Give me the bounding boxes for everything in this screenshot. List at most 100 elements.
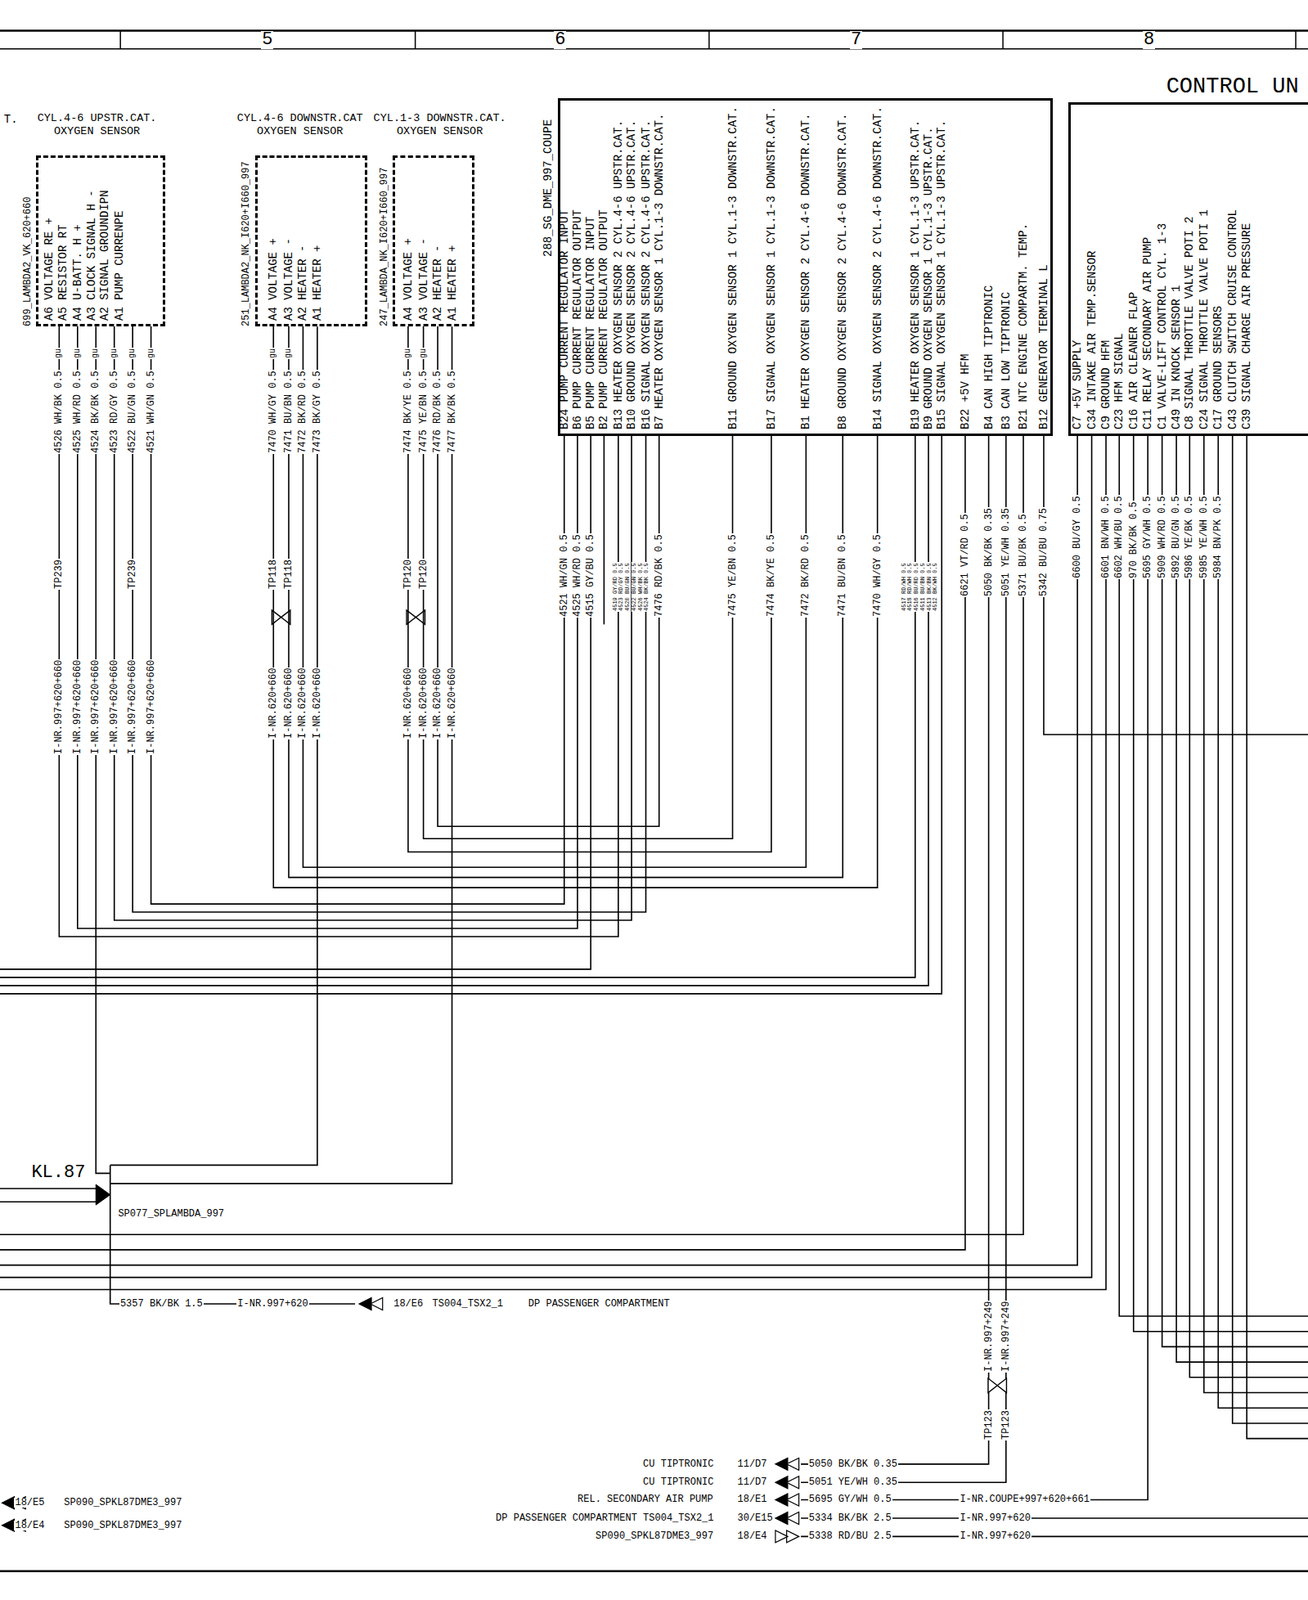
wire-label: 5985 YE/WH 0.5 [1199,495,1210,580]
destination-label: CU TIPTRONIC [642,1459,715,1470]
harness-label: I-NR.997+249 [984,1299,994,1372]
connector-code: gu [73,347,82,360]
pin-label: A1 HEATER + [311,244,324,320]
wire [0,1187,99,1190]
pin-label: B7 HEATER OXYGEN SENSOR 1 CYL.1-3 DOWNST… [653,113,666,430]
grid-reference: 11/D7 [737,1477,769,1488]
wire-label: 4523 RD/GY 0.5 [618,562,625,613]
harness-label: I-NR.997+620+660 [72,659,83,756]
pin-label: A3 VOLTAGE - [418,238,430,321]
wire-label: 5051 YE/WH 0.35 [808,1477,899,1488]
wire-label: 6601 BN/WH 0.5 [1101,495,1111,580]
connector-symbol [786,1476,800,1489]
connector-symbol [786,1511,800,1524]
test-point: TP239 [127,558,138,590]
pin-label: B11 GROUND OXYGEN SENSOR 1 CYL.1-3 DOWNS… [727,106,739,430]
connector-code: gu [110,347,119,360]
unit-title: CONTROL UN [1166,76,1300,99]
wire-label: 4521 WH/GN 0.5 [146,369,157,454]
cut-off-label: T. [3,113,19,126]
grid-reference: 30/E15 [737,1513,774,1524]
wire-label: 5051 YE/WH 0.35 [1001,507,1012,598]
grid-reference: 18/E1 [737,1494,769,1505]
pin-label: B8 GROUND OXYGEN SENSOR 2 CYL.4-6 DOWNST… [836,113,849,430]
wire-label: 4519 GY/RD 0.5 [612,562,619,613]
wire [0,436,916,978]
harness-label: I-NR.620+660 [403,667,414,740]
frame-divider [1294,30,1297,49]
test-point: TP118 [268,558,279,590]
destination-label: DP PASSENGER COMPARTMENT TS004_TSX2_1 [494,1513,715,1524]
wire [1176,436,1308,1363]
pin-label: C23 HFM SIGNAL [1113,332,1125,430]
pin-label: C17 GROUND SENSORS [1212,305,1224,430]
connector-code: gu [54,347,63,360]
pin-label: B10 GROUND OXYGEN SENSOR 2 CYL.4-6 UPSTR… [625,120,638,430]
pin-label: A5 RESISTOR RT [57,224,69,321]
splice-label: SP077_SPLAMBDA_997 [116,1209,225,1219]
wire-label: 7470 WH/GY 0.5 [268,369,279,454]
pin-label: C39 SIGNAL CHARGE AIR PRESSURE [1240,223,1253,430]
wire-label: 7475 YE/BN 0.5 [418,369,429,454]
pin-label: B6 PUMP CURRENT REGULATOR OUTPUT [571,209,584,430]
control-unit-connector: CONTROL UNC7 +5V SUPPLYC34 INTAKE AIR TE… [1068,102,1308,436]
wire-label: 5050 BK/BK 0.35 [984,507,994,598]
terminal-label: KL.87 [30,1164,86,1183]
pin-label: B24 PUMP CURRENT REGULATOR INPUT [558,209,571,430]
wire-label: 4525 WH/RD 0.5 [572,533,583,618]
wire [151,326,565,904]
pin-label: A2 HEATER - [431,244,444,320]
pin-label: A3 VOLTAGE - [283,238,295,321]
harness-label: I-NR.997+620+660 [53,659,64,756]
wire-label: 4512 BK/WH 0.5 [932,562,939,613]
frame-divider [708,30,711,49]
column-number: 8 [1142,31,1156,50]
wire-label: 4524 BK/BK 0.5 [90,369,101,454]
wire-label: 7471 BU/BN 0.5 [837,533,848,618]
pin-label: B14 SIGNAL OXYGEN SENSOR 2 CYL.4-6 DOWNS… [872,106,884,430]
wire [110,326,453,1184]
connector-symbol [370,1298,383,1311]
frame-line [0,1570,1308,1574]
wire-label: 7476 RD/BK 0.5 [432,369,443,454]
connector-id: 247_LAMBDA_NK_I620+I660_997 [379,167,390,327]
pin-label: A4 VOLTAGE + [267,238,279,321]
wire [0,1200,99,1203]
wire-label: 4518 RD/WH 0.5 [907,562,913,613]
grid-reference: 18/E4 [737,1531,769,1542]
harness-label: I-NR.997+620+660 [127,659,138,756]
destination-label: SP090_SPKL87DME3_997 [594,1531,715,1542]
wire-label: 6600 BU/GY 0.5 [1072,495,1083,580]
column-number: 6 [553,31,567,50]
frame-divider [414,30,417,49]
wire-label: 5357 BK/BK 1.5 [119,1299,204,1309]
wire-label: 7472 BK/RD 0.5 [297,369,308,454]
harness-label: I-NR.620+660 [268,667,279,740]
wire [0,436,1093,1278]
pin-label: A4 VOLTAGE + [402,238,414,321]
wire-label: 7473 BK/GY 0.5 [312,369,323,454]
splice-label: SP090_SPKL87DME3_997 [62,1520,183,1531]
wire-label: 4522 BU/GN 0.5 [631,562,638,613]
connector-code: gu [128,347,137,360]
wire-label: 7475 YE/BN 0.5 [728,533,738,618]
connector-code: gu [91,347,100,360]
wire [0,436,591,970]
pin-label: C9 GROUND HFM [1100,340,1112,430]
pin-label: A1 PUMP CURRENPE [113,210,126,320]
wire-label: 4525 WH/RD 0.5 [72,369,83,454]
wire [1218,436,1308,1409]
test-point: TP123 [984,1409,994,1441]
edge-layer [58,326,877,937]
frame-divider [1002,30,1004,49]
test-point: TP118 [283,558,294,590]
pin-label: A1 HEATER + [446,244,459,320]
connector-id: 288_SG_DME_997_COUPE [542,119,554,257]
wire [1246,436,1308,1439]
wire-label: 6621 VT/RD 0.5 [960,512,971,598]
test-point: TP239 [53,558,64,590]
harness-label: I-NR.620+660 [418,667,429,740]
location-label: DP PASSENGER COMPARTMENT [527,1299,671,1309]
wire [1232,436,1308,1424]
harness-label: I-NR.620+660 [447,667,458,740]
